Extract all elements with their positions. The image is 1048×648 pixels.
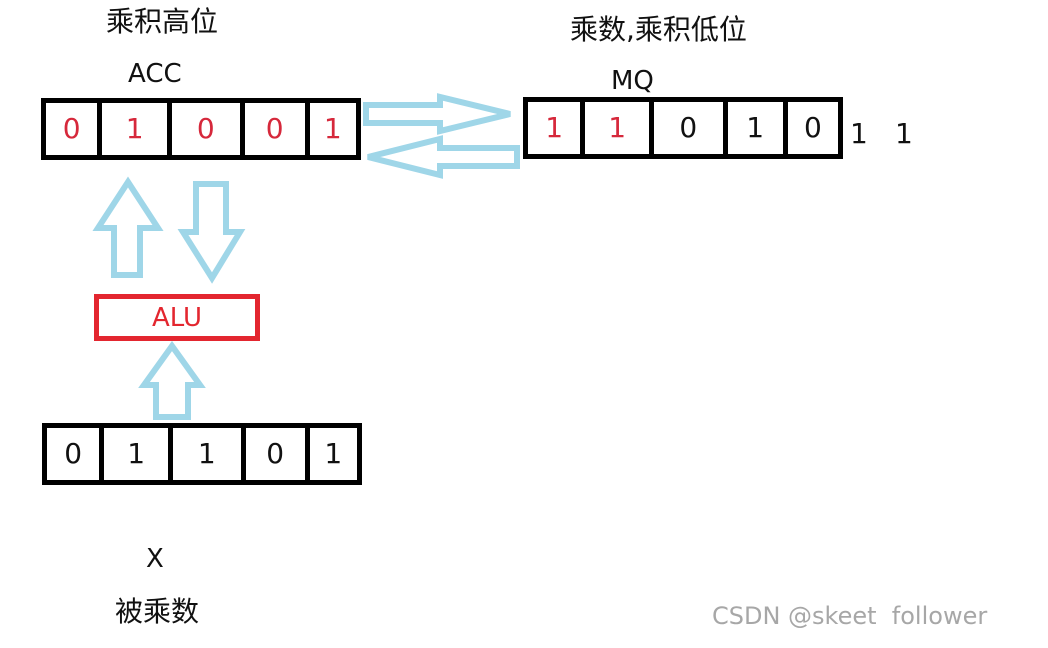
arrow-right-icon (363, 93, 511, 135)
acc-name: ACC (128, 59, 182, 89)
acc-title: 乘积高位 (106, 5, 219, 38)
x-bit: 0 (47, 428, 105, 480)
mq-overflow-bit: 1 (850, 117, 868, 150)
x-bit: 0 (246, 428, 310, 480)
mq-register: 1 1 0 1 0 (523, 97, 843, 159)
arrow-left-icon (367, 135, 520, 179)
mq-bit: 1 (728, 102, 788, 154)
arrow-down-icon (177, 181, 246, 284)
x-bit: 1 (173, 428, 246, 480)
acc-bit: 0 (46, 103, 103, 155)
mq-overflow-bit: 1 (895, 117, 913, 150)
mq-bit: 0 (654, 102, 728, 154)
mq-name: MQ (611, 66, 654, 96)
x-bit: 1 (104, 428, 173, 480)
x-title: 被乘数 (115, 595, 200, 628)
x-register: 0 1 1 0 1 (42, 423, 362, 485)
watermark: CSDN @skeet follower (712, 602, 988, 630)
x-name: X (146, 544, 164, 574)
mq-bit: 1 (528, 102, 586, 154)
x-bit: 1 (324, 437, 343, 470)
acc-bit: 1 (323, 112, 342, 145)
arrow-up-icon (92, 176, 164, 278)
acc-bit: 1 (102, 103, 172, 155)
acc-register: 0 1 0 0 1 (41, 98, 361, 160)
mq-title: 乘数,乘积低位 (570, 13, 747, 46)
acc-bit: 0 (245, 103, 310, 155)
alu-box: ALU (94, 294, 260, 341)
mq-bit: 0 (803, 111, 822, 144)
arrow-up-icon (138, 340, 206, 420)
mq-bit: 1 (585, 102, 654, 154)
acc-bit: 0 (172, 103, 245, 155)
